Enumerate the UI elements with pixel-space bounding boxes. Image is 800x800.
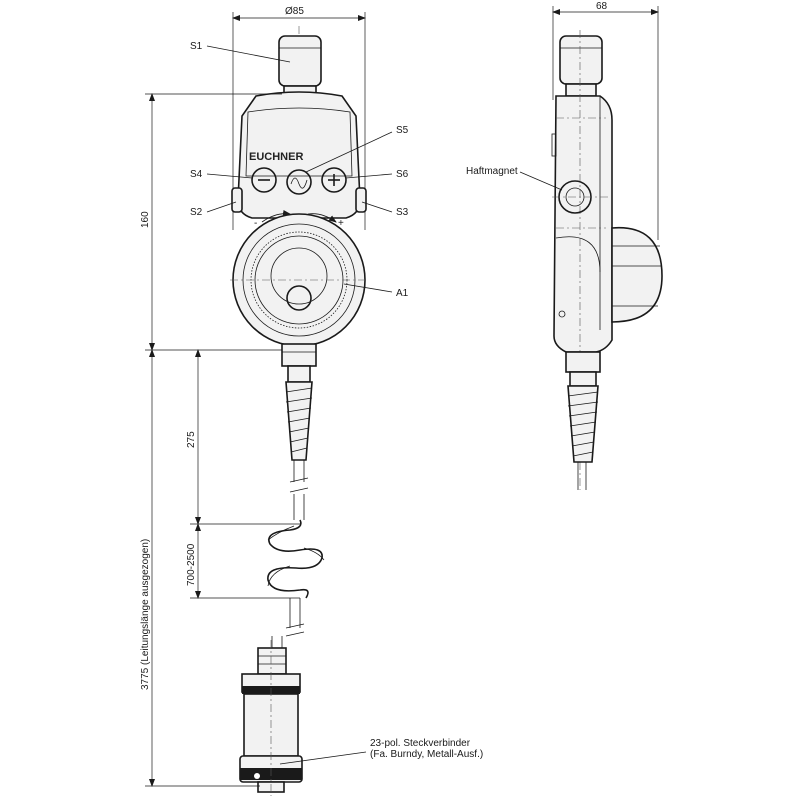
front-view: Ø85 EUCHNER <box>230 6 368 796</box>
dim-cable-label: 275 <box>186 431 197 448</box>
callouts-front: S1 S4 S2 S5 S6 S3 A1 23-pol. Steckverbin… <box>190 41 483 765</box>
label-s3: S3 <box>396 207 409 218</box>
connector-plug <box>239 640 303 796</box>
coiled-cable <box>267 519 325 599</box>
callout-haftmagnet: Haftmagnet <box>466 166 563 191</box>
key-plus <box>321 167 347 193</box>
side-view: 68 <box>551 1 663 490</box>
svg-text:+: + <box>338 218 344 229</box>
label-connector-1: 23-pol. Steckverbinder <box>370 738 471 749</box>
label-s5: S5 <box>396 125 409 136</box>
vertical-dimensions: 160 275 700-2500 3775 (Leitungslänge aus… <box>140 93 300 787</box>
label-s1: S1 <box>190 41 203 52</box>
dim-depth-label: 68 <box>596 1 608 12</box>
key-minus <box>251 167 277 193</box>
label-s2: S2 <box>190 207 203 218</box>
label-connector-2: (Fa. Burndy, Metall-Ausf.) <box>370 749 483 760</box>
key-mode <box>286 169 312 195</box>
label-a1: A1 <box>396 288 409 299</box>
svg-text:-: - <box>254 218 257 229</box>
label-s6: S6 <box>396 169 409 180</box>
upper-housing: EUCHNER <box>231 91 367 219</box>
dim-total-label: 3775 (Leitungslänge ausgezogen) <box>140 539 151 690</box>
dim-diameter-label: Ø85 <box>285 6 304 17</box>
dim-height-label: 160 <box>140 211 151 228</box>
label-haftmagnet: Haftmagnet <box>466 166 518 177</box>
emergency-stop-button <box>278 35 322 99</box>
brand-logo: EUCHNER <box>249 151 303 163</box>
handwheel-body <box>230 213 368 347</box>
strain-relief <box>285 365 313 461</box>
label-s4: S4 <box>190 169 203 180</box>
dim-coil-label: 700-2500 <box>186 543 197 586</box>
